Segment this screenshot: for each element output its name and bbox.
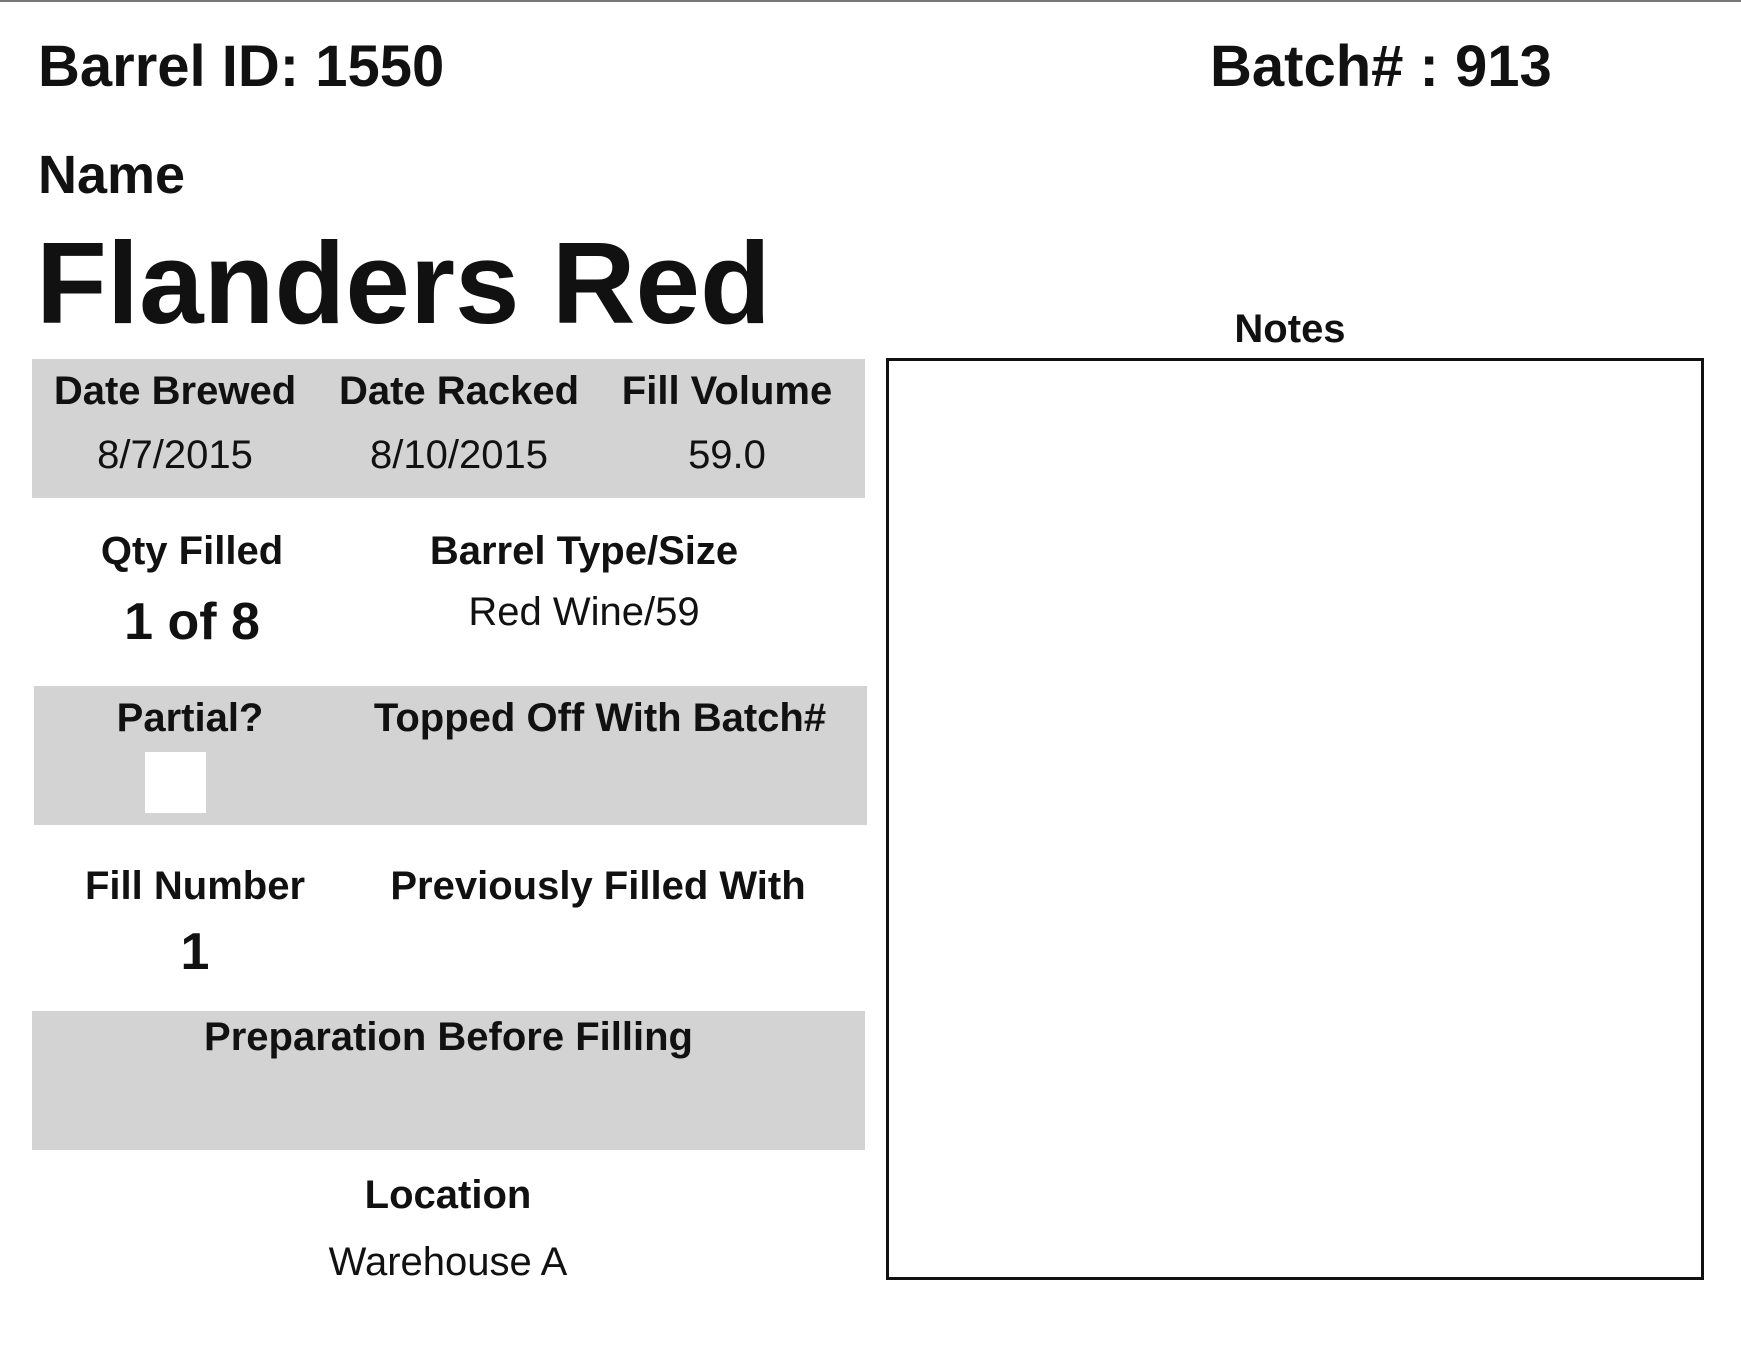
notes-box[interactable]: [886, 358, 1704, 1280]
partial-label: Partial?: [116, 696, 264, 740]
barrel-type-value: Red Wine/59: [468, 590, 700, 634]
dates-band: [32, 359, 865, 498]
fill-volume-value: 59.0: [688, 433, 766, 477]
partial-checkbox[interactable]: [145, 752, 206, 813]
preparation-band: [32, 1011, 865, 1150]
topped-off-label: Topped Off With Batch#: [373, 696, 827, 740]
previously-filled-label: Previously Filled With: [390, 864, 806, 908]
top-rule: [0, 0, 1741, 2]
fill-number-label: Fill Number: [84, 864, 306, 908]
qty-filled-label: Qty Filled: [100, 529, 284, 573]
notes-label: Notes: [1234, 307, 1346, 351]
fill-number-value: 1: [180, 923, 210, 981]
location-label: Location: [364, 1173, 532, 1217]
batch-number: Batch# : 913: [1210, 34, 1552, 99]
date-brewed-label: Date Brewed: [53, 369, 297, 413]
date-racked-value: 8/10/2015: [370, 433, 548, 477]
date-racked-label: Date Racked: [338, 369, 580, 413]
preparation-label: Preparation Before Filling: [204, 1015, 693, 1059]
qty-filled-value: 1 of 8: [124, 593, 260, 651]
barrel-type-label: Barrel Type/Size: [429, 529, 739, 573]
location-value: Warehouse A: [328, 1240, 568, 1284]
fill-volume-label: Fill Volume: [621, 369, 833, 413]
name-value: Flanders Red: [36, 218, 771, 348]
date-brewed-value: 8/7/2015: [97, 433, 253, 477]
name-label: Name: [38, 145, 186, 205]
barrel-id: Barrel ID: 1550: [38, 34, 445, 99]
